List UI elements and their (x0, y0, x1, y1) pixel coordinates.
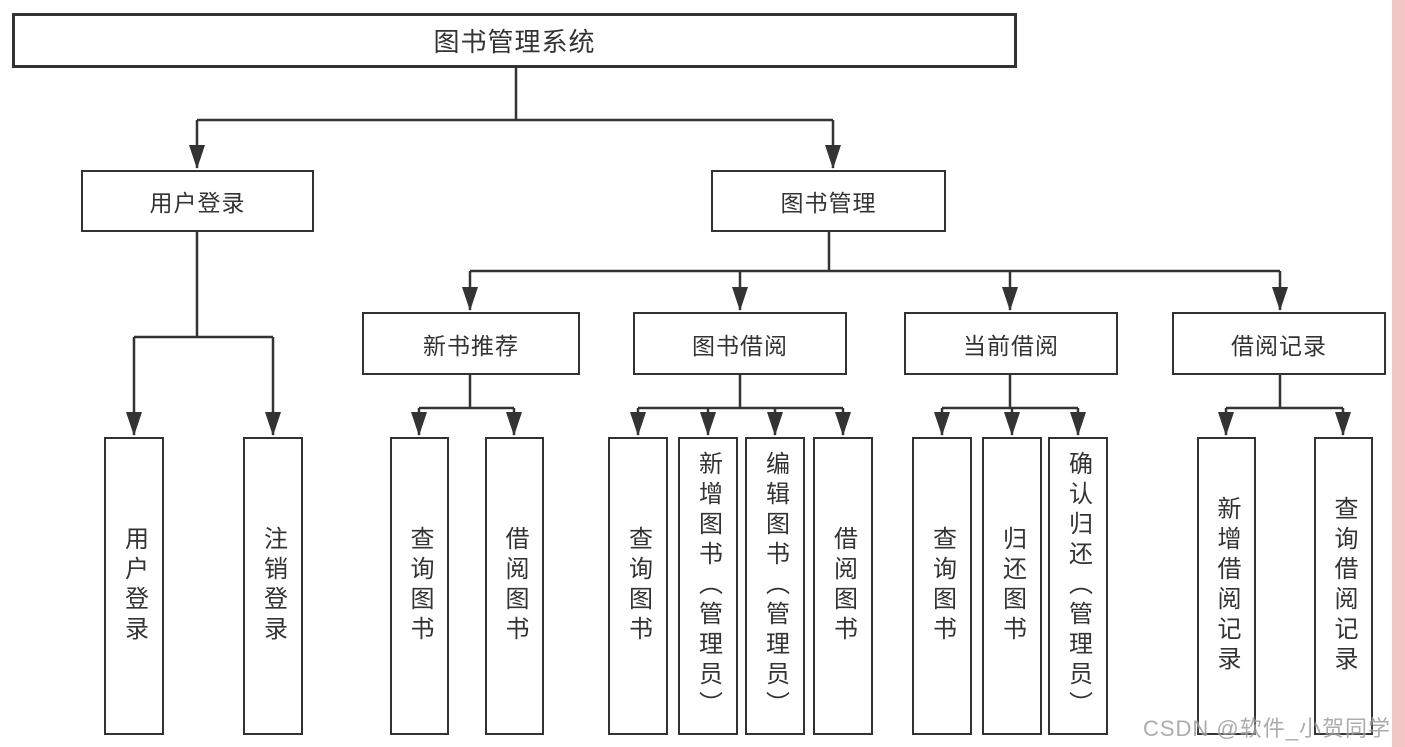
node-current-borrowing: 当前借阅 (904, 312, 1118, 375)
leaf-edit-book-admin: 编辑图书（管理员） (745, 437, 805, 735)
leaf-query-books-borrowing: 查询图书 (608, 437, 668, 735)
leaf-borrow-books-recommend: 借阅图书 (485, 437, 544, 735)
node-book-management: 图书管理 (711, 170, 946, 232)
leaf-confirm-return-admin: 确认归还（管理员） (1048, 437, 1108, 735)
node-book-borrowing: 图书借阅 (633, 312, 847, 375)
csdn-watermark: CSDN @软件_小贺同学 (1142, 716, 1391, 741)
leaf-add-borrow-record: 新增借阅记录 (1197, 437, 1256, 735)
leaf-return-books: 归还图书 (982, 437, 1042, 735)
pink-edge-strip (1392, 0, 1405, 747)
node-new-book-recommendation: 新书推荐 (362, 312, 580, 375)
leaf-query-borrow-record: 查询借阅记录 (1314, 437, 1373, 735)
leaf-query-books-recommend: 查询图书 (390, 437, 449, 735)
node-borrowing-records: 借阅记录 (1172, 312, 1386, 375)
leaf-add-book-admin: 新增图书（管理员） (678, 437, 738, 735)
leaf-user-login: 用户登录 (104, 437, 164, 735)
node-library-system-root: 图书管理系统 (12, 13, 1017, 68)
leaf-borrow-books-borrowing: 借阅图书 (813, 437, 873, 735)
leaf-query-books-current: 查询图书 (912, 437, 972, 735)
node-user-login: 用户登录 (81, 170, 314, 232)
leaf-logout: 注销登录 (243, 437, 303, 735)
